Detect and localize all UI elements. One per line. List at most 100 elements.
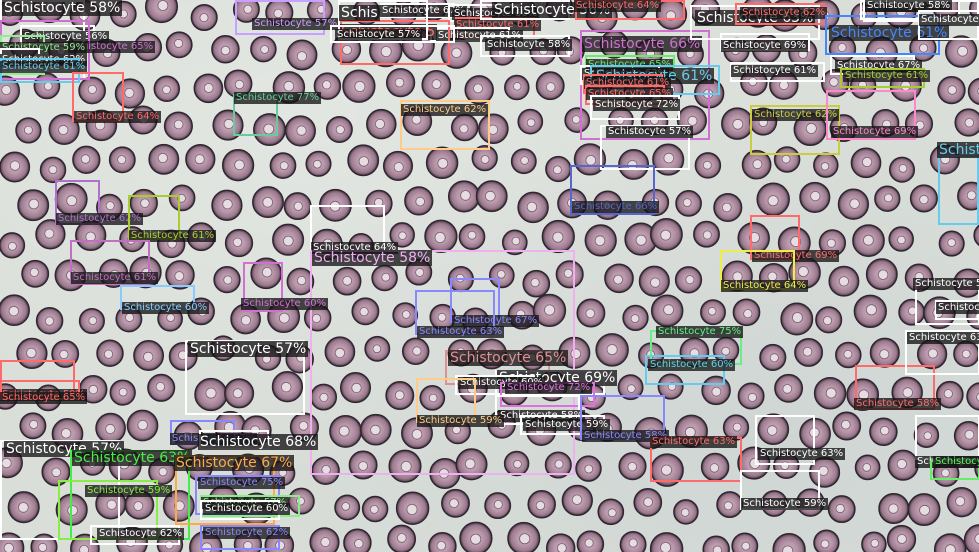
central-pallor [29,267,39,277]
detection-label: Schistocyte 61% [71,272,159,284]
central-pallor [849,198,860,209]
central-pallor [554,459,564,469]
central-pallor [232,237,243,248]
central-pallor [282,235,294,247]
central-pallor [818,465,829,476]
central-pallor [283,80,295,92]
central-pallor [87,84,97,95]
central-pallor [431,79,442,89]
red-blood-cell [967,77,979,105]
central-pallor [44,316,55,326]
central-pallor [687,115,698,126]
central-pallor [220,45,231,56]
central-pallor [449,498,459,509]
detection-label: Schist [937,142,979,159]
central-pallor [342,45,352,55]
central-pallor [351,382,362,393]
detection-label: Schistocyte 60% [241,298,329,310]
central-pallor [584,464,594,474]
detection-label: Schistocyte [919,14,979,26]
central-pallor [278,312,290,324]
central-pallor [888,503,899,514]
central-pallor [260,45,270,54]
central-pallor [947,238,956,247]
central-pallor [810,191,821,202]
central-pallor [381,272,391,282]
central-pallor [702,160,712,170]
detection-label: Schistocyte 72% [593,99,681,111]
central-pallor [199,13,209,23]
central-pallor [29,419,39,429]
central-pallor [3,542,14,552]
central-pallor [820,539,830,549]
central-pallor [322,80,332,90]
central-pallor [125,312,135,322]
central-pallor [18,502,29,513]
central-pallor [530,277,540,288]
detection-label: Schistocyte 69% [721,40,809,52]
detection-label: Schistocyte 66% [572,201,660,213]
central-pallor [275,540,286,551]
central-pallor [234,159,245,171]
central-pallor [627,462,638,472]
central-pallor [105,423,116,435]
central-pallor [707,306,717,316]
central-pallor [243,541,253,551]
red-blood-cell [144,0,179,24]
central-pallor [374,119,385,130]
central-pallor [173,119,184,130]
central-pallor [823,316,833,326]
central-pallor [174,271,185,282]
central-pallor [296,275,307,286]
detection-label: Schistocyte 60% [122,302,210,314]
detection-label: Schistocyte 63 [936,302,979,314]
detection-label: Schistocyte 60% [203,503,291,515]
central-pallor [298,420,309,431]
central-pallor [792,312,803,323]
central-pallor [829,77,839,87]
central-pallor [835,503,845,514]
central-pallor [480,155,490,164]
central-pallor [927,348,938,359]
central-pallor [369,504,379,514]
central-pallor [26,347,37,359]
red-blood-cell [702,535,730,552]
central-pallor [585,308,596,319]
central-pallor [526,201,538,213]
central-pallor [782,384,793,394]
detection-label: Schistocyte 62% [97,528,185,540]
central-pallor [293,201,303,211]
central-pallor [838,276,850,287]
central-pallor [520,156,529,165]
central-pallor [902,387,913,398]
central-pallor [380,46,392,58]
central-pallor [732,422,742,432]
central-pallor [105,201,115,211]
central-pallor [493,499,503,509]
central-pallor [59,349,69,359]
central-pallor [124,88,135,99]
central-pallor [51,467,62,478]
detection-box [580,30,710,140]
central-pallor [406,503,418,515]
detection-label: Schistocyte 57% [201,497,289,509]
central-pallor [496,269,506,279]
detection-label: Schistocyte 75% [198,477,286,489]
central-pallor [459,124,469,134]
central-pallor [513,459,522,469]
central-pallor [976,393,979,402]
central-pallor [966,190,977,201]
red-blood-cell [545,533,576,552]
central-pallor [354,538,364,549]
detection-box [400,100,490,150]
central-pallor [884,193,893,203]
central-pallor [825,387,837,399]
central-pallor [767,195,779,207]
central-pallor [571,494,583,505]
central-pallor [594,235,606,247]
central-pallor [974,533,979,545]
central-pallor [511,236,521,246]
central-pallor [434,231,446,243]
central-pallor [749,232,760,243]
central-pallor [660,542,672,552]
